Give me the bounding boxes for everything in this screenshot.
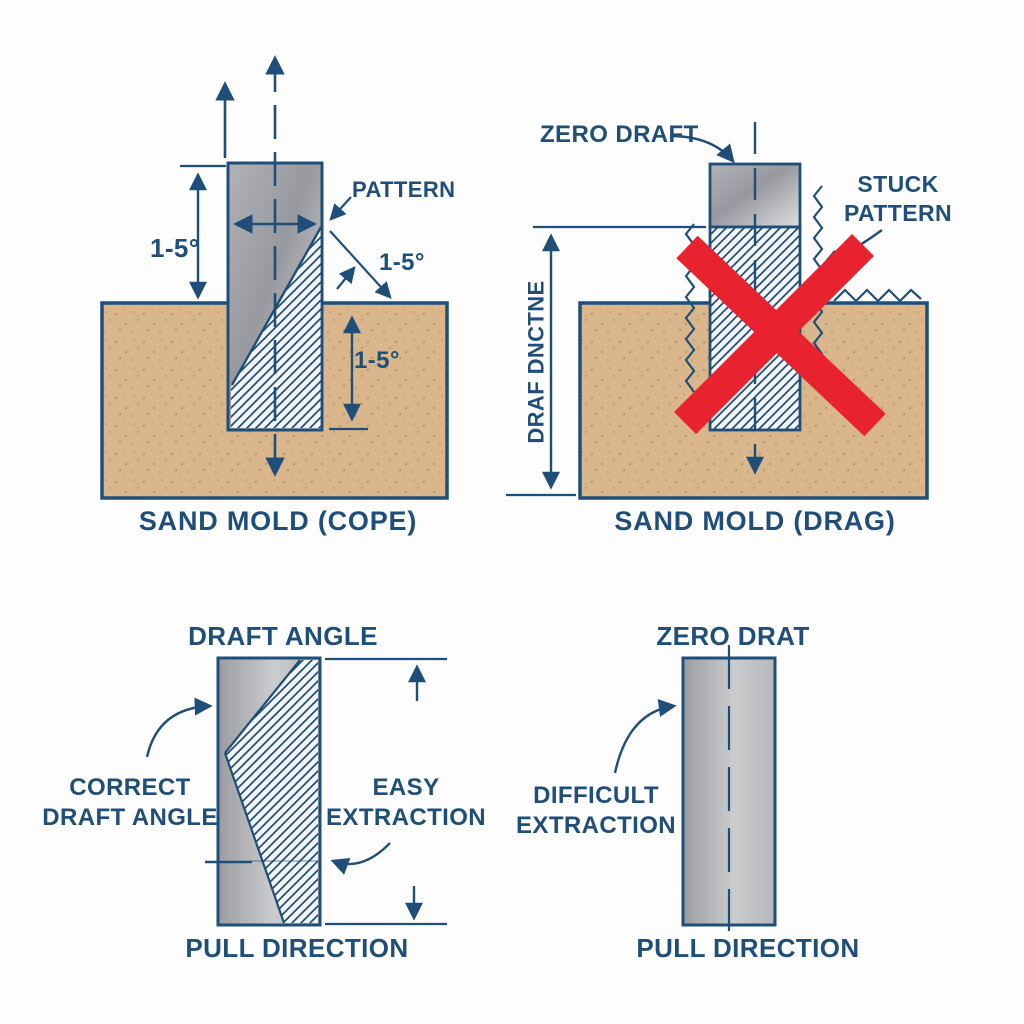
zero-draft-panel bbox=[613, 645, 777, 931]
difficult-extraction-leader-arrow bbox=[613, 699, 677, 774]
cope-dim-left-label: 1-5° bbox=[150, 233, 200, 263]
easy-extraction-label: EASY EXTRACTION bbox=[326, 773, 486, 833]
stuck-pattern-line2: PATTERN bbox=[844, 199, 952, 226]
draft-direction-label: DRAF DNCTNE bbox=[523, 280, 549, 444]
easy-extraction-leader-arrow bbox=[330, 842, 391, 875]
cope-dim-diag-label: 1-5° bbox=[379, 249, 425, 276]
easy-line1: EASY bbox=[372, 774, 440, 801]
pattern-label: PATTERN bbox=[352, 177, 456, 202]
correct-angle-leader-arrow bbox=[145, 697, 213, 758]
correct-line1: CORRECT bbox=[69, 774, 191, 801]
correct-draft-angle-label: CORRECT DRAFT ANGLE bbox=[42, 773, 218, 833]
pull-direction-left-caption: PULL DIRECTION bbox=[185, 933, 409, 963]
zero-draft-label: ZERO DRAFT bbox=[540, 121, 699, 148]
stuck-pattern-line1: STUCK bbox=[857, 171, 939, 197]
correct-line2: DRAFT ANGLE bbox=[42, 804, 218, 831]
correct-draft-panel bbox=[145, 656, 447, 927]
cope-panel bbox=[100, 55, 449, 500]
pull-direction-right-caption: PULL DIRECTION bbox=[636, 933, 860, 963]
difficult-extraction-label: DIFFICULT EXTRACTION bbox=[516, 781, 676, 841]
drag-panel bbox=[506, 122, 929, 500]
zero-drat-title: ZERO DRAT bbox=[656, 621, 810, 651]
easy-line2: EXTRACTION bbox=[326, 804, 486, 831]
difficult-line1: DIFFICULT bbox=[533, 782, 659, 809]
difficult-line2: EXTRACTION bbox=[516, 812, 676, 839]
cope-diagonal-dimension bbox=[329, 230, 392, 299]
drag-caption: SAND MOLD (DRAG) bbox=[614, 506, 896, 536]
stuck-pattern-label: STUCK PATTERN bbox=[844, 170, 952, 228]
zero-draft-leader-arrow bbox=[669, 134, 735, 164]
cope-dim-inner-label: 1-5° bbox=[354, 347, 400, 374]
pattern-leader-arrow bbox=[329, 196, 352, 221]
red-x-icon bbox=[674, 234, 886, 437]
cope-caption: SAND MOLD (COPE) bbox=[138, 506, 418, 536]
friction-zigzag-top-icon bbox=[833, 288, 922, 303]
draft-angle-title: DRAFT ANGLE bbox=[188, 621, 378, 651]
